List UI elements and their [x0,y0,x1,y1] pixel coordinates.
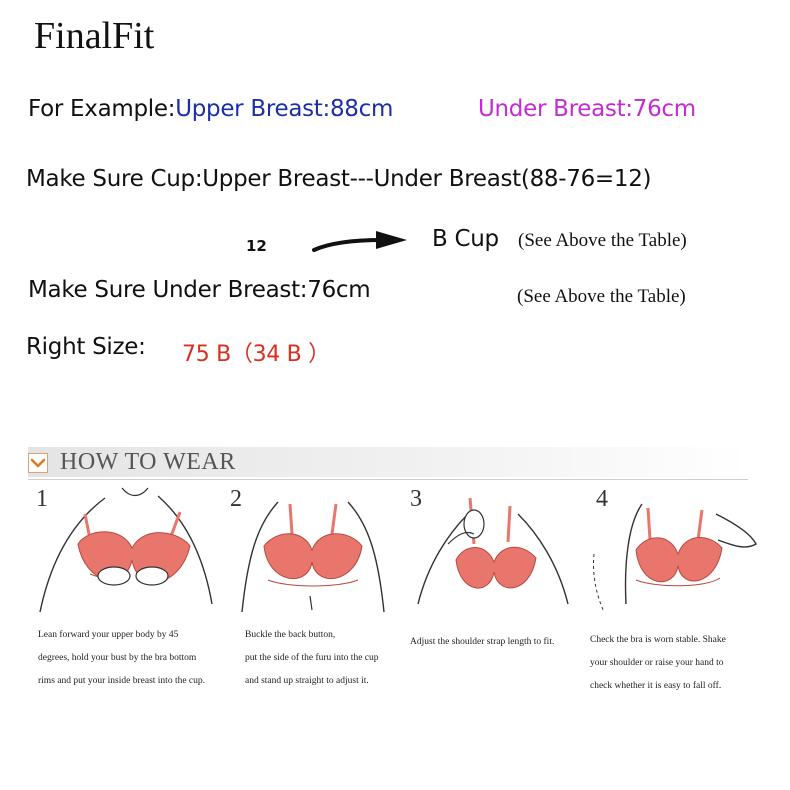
cup-rule: Make Sure Cup:Upper Breast---Under Breas… [26,166,652,192]
under-rule: Make Sure Under Breast:76cm [28,277,371,303]
caption-line: Buckle the back button, [245,630,336,640]
right-size-label: Right Size: [26,334,146,360]
how-to-wear-title: HOW TO WEAR [60,449,236,475]
cup-note: (See Above the Table) [518,230,687,251]
caption-line: degrees, hold your bust by the bra botto… [38,653,197,663]
step-3-illustration [417,497,569,605]
caption-line: and stand up straight to adjust it. [245,676,369,686]
step-caption: Buckle the back button, put the side of … [245,624,379,693]
header-divider [28,479,748,480]
under-note: (See Above the Table) [517,286,686,307]
example-upper-breast: Upper Breast:88cm [175,96,394,122]
right-arrow-icon [312,231,407,252]
step-number: 2 [230,486,242,512]
step-caption: Check the bra is worn stable. Shake your… [590,629,726,698]
caption-line: Lean forward your upper body by 45 [38,630,179,640]
step-1-illustration [39,487,213,613]
example-line: For Example:Upper Breast:88cm [28,96,393,122]
step-4-illustration [593,503,757,613]
caption-line: check whether it is easy to fall off. [590,681,722,691]
caption-line: your shoulder or raise your hand to [590,658,724,668]
brand-title: FinalFit [34,15,155,57]
caption-line: Adjust the shoulder strap length to fit. [410,637,555,647]
how-to-wear-header: HOW TO WEAR [28,447,748,483]
step-number: 3 [410,486,422,512]
right-size-value: 75 B（34 B ） [182,342,330,367]
step-2-illustration [241,501,385,613]
step-caption: Lean forward your upper body by 45 degre… [38,624,205,693]
example-under-breast: Under Breast:76cm [478,96,696,122]
example-prefix: For Example: [28,96,176,122]
caption-line: rims and put your inside breast into the… [38,676,206,686]
header-bar [28,447,748,477]
chevron-down-icon [28,453,48,473]
cup-result: B Cup [432,226,499,252]
step-caption: Adjust the shoulder strap length to fit. [410,631,554,654]
step-number: 4 [596,486,608,512]
caption-line: Check the bra is worn stable. Shake [590,635,726,645]
difference-value: 12 [246,237,267,255]
step-number: 1 [36,486,48,512]
caption-line: put the side of the furu into the cup [245,653,379,663]
